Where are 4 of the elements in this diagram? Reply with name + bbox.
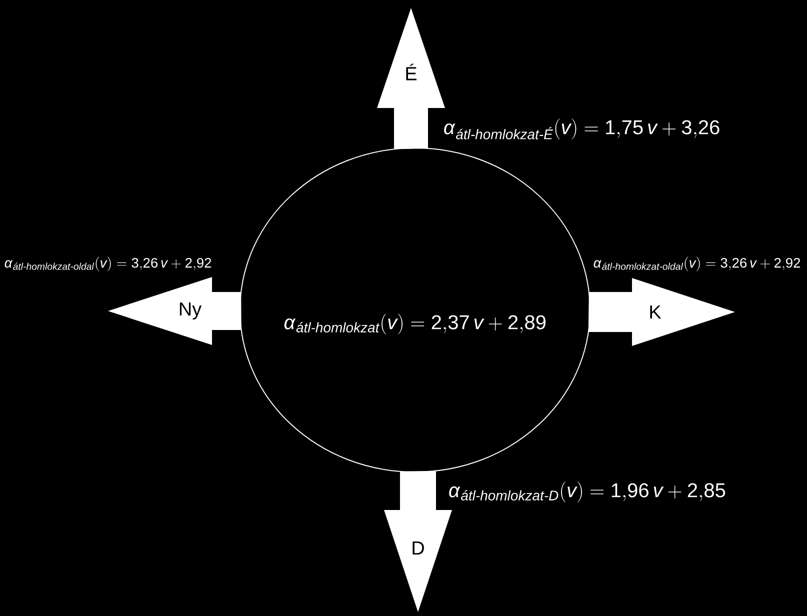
equation: $\alpha_{\textit{átl-homlokzat-D}}(v) = 1{,}96\,v + 2{,}85$ [449, 482, 726, 502]
equation: $\alpha_{\textit{átl-homlokzat-oldal}}(v) = 3{,}26\,v + 2{,}92$ [594, 256, 800, 272]
equation: $\alpha_{\textit{átl-homlokzat-oldal}}(v) = 3{,}26\,v + 2{,}92$ [4, 256, 212, 272]
equation: $\alpha_{\textit{átl-homlokzat-É}}(v) = 1{,}75\,v + 3{,}26$ [444, 118, 720, 140]
